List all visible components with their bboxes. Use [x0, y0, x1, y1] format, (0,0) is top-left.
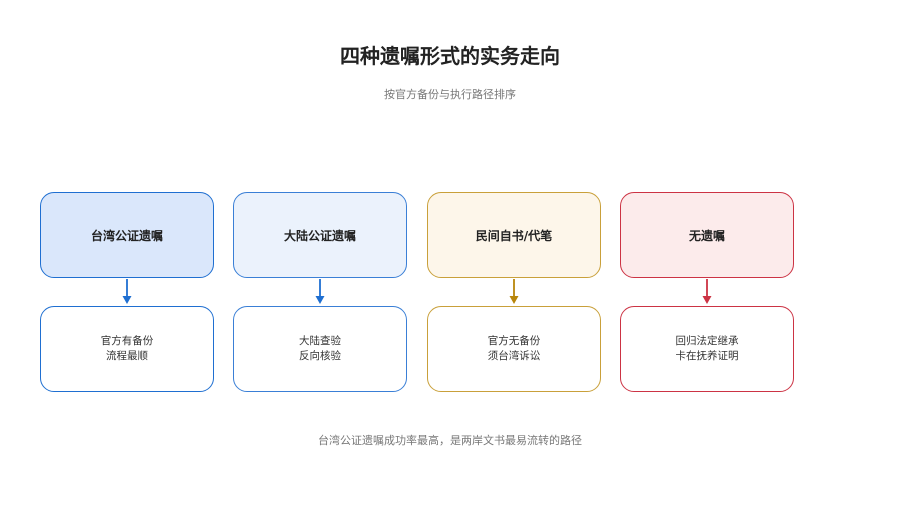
heading-box: 大陆公证遗嘱: [233, 192, 407, 278]
column-no-will: 无遗嘱 回归法定继承 卡在抚养证明: [620, 192, 794, 392]
diagram-title: 四种遗嘱形式的实务走向: [340, 44, 560, 68]
column-private-handwritten: 民间自书/代笔 官方无备份 须台湾诉讼: [427, 192, 601, 392]
detail-line-2: 反向核验: [299, 350, 341, 362]
diagram-subtitle: 按官方备份与执行路径排序: [384, 88, 516, 101]
heading-box: 民间自书/代笔: [427, 192, 601, 278]
heading-box: 台湾公证遗嘱: [40, 192, 214, 278]
detail-line-1: 官方有备份: [100, 335, 154, 347]
detail-box: 大陆查验 反向核验: [233, 306, 407, 392]
detail-line-2: 流程最顺: [106, 350, 148, 362]
column-mainland-notarized: 大陆公证遗嘱 大陆查验 反向核验: [233, 192, 407, 392]
detail-line-1: 官方无备份: [487, 335, 541, 347]
down-arrow-icon: [122, 279, 132, 304]
down-arrow-icon: [702, 279, 712, 304]
heading-box: 无遗嘱: [620, 192, 794, 278]
detail-line-2: 卡在抚养证明: [675, 350, 739, 362]
detail-line-1: 大陆查验: [299, 335, 341, 347]
heading-text: 无遗嘱: [688, 228, 725, 243]
detail-line-2: 须台湾诉讼: [487, 350, 541, 362]
column-taiwan-notarized: 台湾公证遗嘱 官方有备份 流程最顺: [40, 192, 214, 392]
heading-text: 台湾公证遗嘱: [90, 228, 163, 243]
heading-text: 大陆公证遗嘱: [283, 228, 356, 243]
down-arrow-icon: [315, 279, 325, 304]
detail-box: 官方有备份 流程最顺: [40, 306, 214, 392]
detail-box: 回归法定继承 卡在抚养证明: [620, 306, 794, 392]
detail-box: 官方无备份 须台湾诉讼: [427, 306, 601, 392]
down-arrow-icon: [509, 279, 519, 304]
footer-note: 台湾公证遗嘱成功率最高，是两岸文书最易流转的路径: [318, 434, 582, 447]
heading-text: 民间自书/代笔: [475, 228, 553, 243]
detail-line-1: 回归法定继承: [675, 335, 739, 347]
